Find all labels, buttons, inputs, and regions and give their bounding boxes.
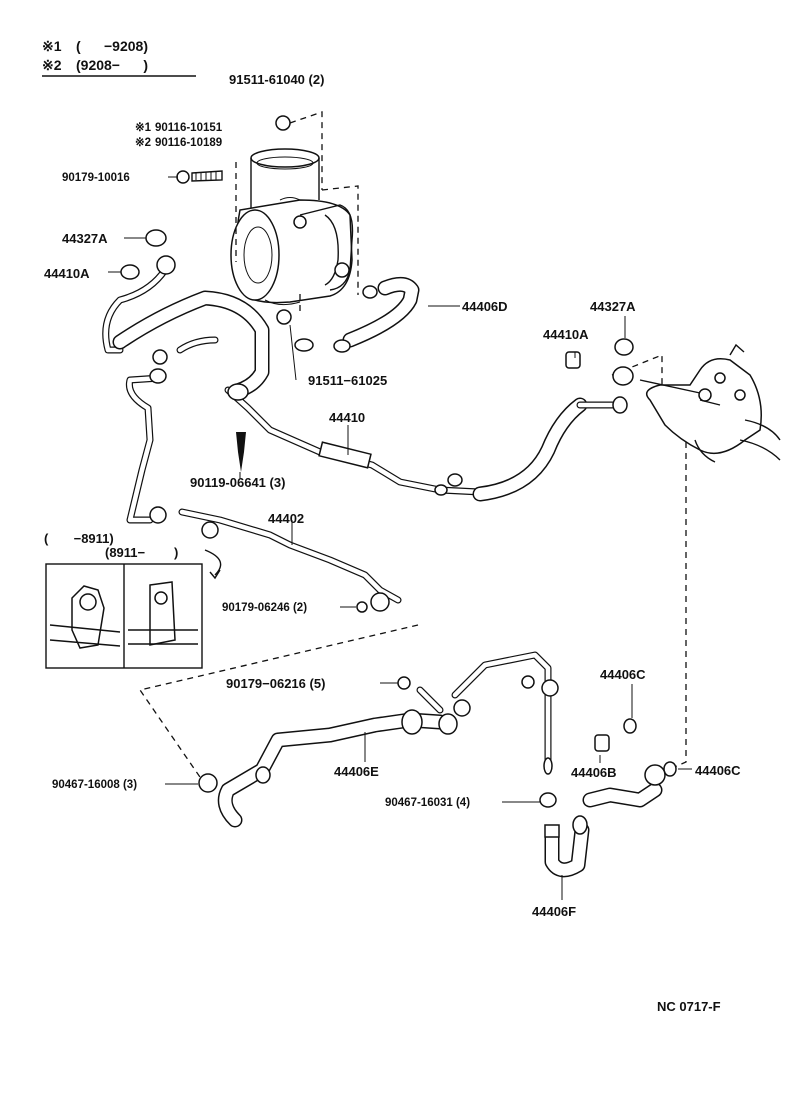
label-bolt-90179-10016: 90179-10016 (62, 172, 130, 184)
part-labels: 91511-61040 (2) ※1 90116-10151 ※2 90116-… (44, 72, 741, 919)
grommet-right-icon (614, 338, 634, 356)
label-hose-44406F: 44406F (532, 904, 576, 919)
bolt-44410A-right-icon (565, 351, 581, 369)
label-bolt-44410A-left: 44410A (44, 266, 90, 281)
bolt-head-icon (176, 170, 190, 184)
bolt-90119-icon (236, 432, 246, 472)
label-nut-top: 91511-61040 (2) (229, 72, 324, 87)
label-bolt-n2: 90116-10189 (155, 137, 222, 149)
label-bolt-91511-61025: 91511−61025 (308, 373, 387, 388)
bolt-44406B-icon (594, 734, 610, 752)
label-inset-range-left: ( −8911) (44, 531, 114, 546)
label-bolt-n1-mark: ※1 (135, 121, 152, 134)
label-gasket-44406C-right: 44406C (695, 763, 741, 778)
clamp-90467-16031-icon (539, 792, 557, 808)
inset-box (45, 549, 222, 669)
steering-gear (639, 343, 781, 463)
nut-90179-06246-icon (356, 601, 368, 613)
label-nut-90179-06246: 90179-06246 (2) (222, 602, 307, 614)
legend-range-2: (9208− ) (76, 57, 148, 73)
legend-mark-2: ※2 (42, 57, 62, 73)
label-bolt-44406B: 44406B (571, 765, 617, 780)
diagram-code: NC 0717-F (657, 999, 721, 1014)
label-bolt-44410A-right: 44410A (543, 327, 589, 342)
dashed-guides (138, 111, 687, 781)
label-nut-90179-06216: 90179−06216 (5) (226, 676, 325, 691)
legend-mark-1: ※1 (42, 38, 62, 54)
bolt-44410A-left-icon (120, 264, 140, 280)
legend-range-1: ( −9208) (76, 38, 148, 54)
label-hose-44406D: 44406D (462, 299, 508, 314)
label-bolt-n2-mark: ※2 (135, 136, 151, 149)
label-clamp-90467-16008: 90467-16008 (3) (52, 779, 137, 791)
label-bolt-90119-06641: 90119-06641 (3) (190, 475, 285, 490)
label-bolt-n1: 90116-10151 (155, 122, 223, 134)
label-tube-44402: 44402 (268, 511, 304, 526)
label-tube-44410: 44410 (329, 410, 365, 425)
fasteners (120, 115, 677, 838)
label-clamp-90467-16031: 90467-16031 (4) (385, 797, 470, 809)
label-grommet-44327A-right: 44327A (590, 299, 636, 314)
gasket-44406C-right-icon (663, 761, 677, 777)
label-inset-range-right: (8911− ) (105, 545, 178, 560)
gasket-44406C-top-icon (623, 718, 637, 734)
nut-top-icon (275, 115, 291, 131)
leader-lines (108, 176, 692, 900)
bolt-shank-icon (191, 170, 223, 182)
label-grommet-44327A-left: 44327A (62, 231, 108, 246)
power-steering-pump (230, 148, 354, 306)
label-gasket-44406C-top: 44406C (600, 667, 646, 682)
legend: ※1 ( −9208) ※2 (9208− ) (42, 38, 196, 77)
clamp-90467-16008-icon (198, 773, 218, 793)
bolt-91511-61025-icon (276, 309, 292, 325)
grommet-left-icon (145, 229, 167, 247)
hoses-and-tubes (102, 266, 663, 878)
nut-90179-06216-icon (397, 676, 411, 690)
label-hose-44406E: 44406E (334, 764, 379, 779)
